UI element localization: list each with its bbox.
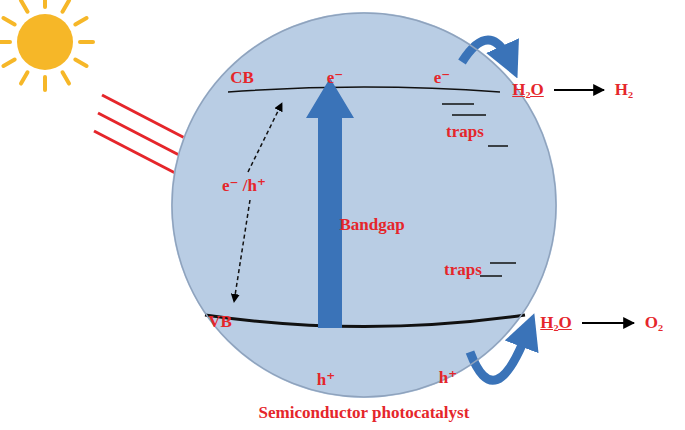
valence-band — [205, 315, 525, 327]
trap-label: traps — [446, 122, 484, 141]
product: H₂ — [615, 80, 633, 99]
semiconductor-particle: Semiconductor photocatalyst — [171, 12, 557, 398]
band-name: VB — [208, 312, 232, 331]
trap-levels — [442, 104, 516, 276]
conduction-band — [228, 87, 500, 92]
electron: e⁻ — [327, 68, 344, 87]
hole: h⁺ — [439, 368, 457, 387]
bandgap-label: Bandgap — [339, 215, 404, 234]
particle-caption: Semiconductor photocatalyst — [259, 403, 470, 422]
sun — [0, 0, 93, 90]
carrier-pair: e⁻ /h⁺ — [222, 176, 266, 195]
reaction-arrows — [554, 90, 634, 323]
hole: h⁺ — [317, 370, 335, 389]
recombination-arrows — [234, 103, 282, 302]
band-name: CB — [230, 68, 254, 87]
reactant: H₂O — [512, 80, 544, 99]
electron: e⁻ — [434, 68, 451, 87]
trap-label: traps — [444, 260, 482, 279]
bandgap-arrow — [306, 78, 354, 328]
reactant: H₂O — [540, 313, 572, 332]
particle-fill — [171, 12, 557, 398]
product: O₂ — [645, 313, 663, 332]
particle-outline — [171, 12, 557, 398]
